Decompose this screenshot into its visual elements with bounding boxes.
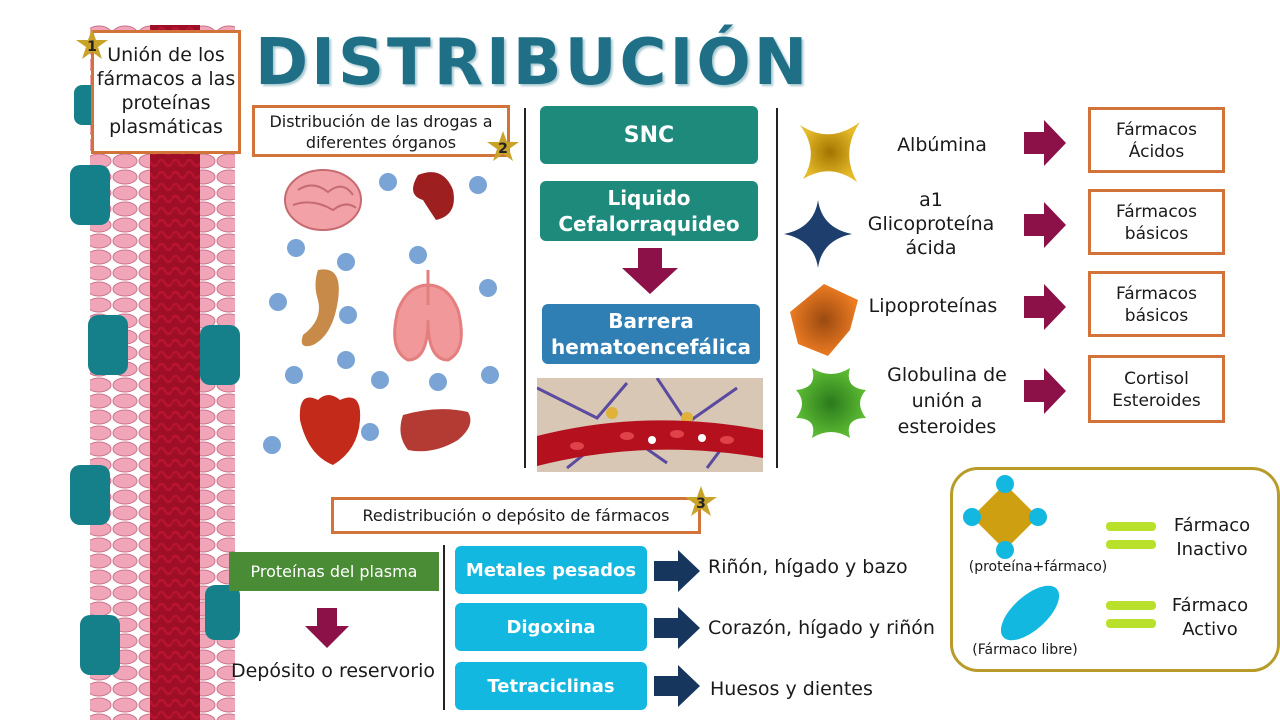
badge-1-number: 1	[87, 39, 97, 55]
deposit-3-box: Tetraciclinas	[455, 662, 647, 710]
bhe-box: Barrera hematoencefálica	[542, 304, 760, 364]
deposit-1-drug: Metales pesados	[465, 559, 637, 581]
protein-2-arrow-icon	[1024, 202, 1066, 248]
section-3-text: Redistribución o depósito de fármacos	[362, 506, 670, 525]
protein-1-arrow-icon	[1024, 120, 1066, 166]
reservoir-label: Depósito o reservorio	[230, 660, 436, 682]
section-3-box: Redistribución o depósito de fármacos	[331, 497, 701, 534]
protein-3-target-box: Fármacos básicos	[1088, 271, 1225, 337]
snc-box: SNC	[540, 106, 758, 164]
divider-right	[776, 108, 778, 468]
deposit-2-arrow-icon	[654, 607, 700, 649]
legend-free-label: (Fármaco libre)	[972, 642, 1078, 658]
badge-2-number: 2	[498, 141, 508, 157]
deposit-2-box: Digoxina	[455, 603, 647, 651]
snc-label: SNC	[623, 122, 675, 148]
deposit-1-box: Metales pesados	[455, 546, 647, 594]
deposit-1-arrow-icon	[654, 550, 700, 592]
section-2-box: Distribución de las drogas a diferentes …	[252, 105, 510, 157]
section-2-text: Distribución de las drogas a diferentes …	[269, 112, 493, 152]
protein-1-target-box: Fármacos Ácidos	[1088, 107, 1225, 173]
page-title: DISTRIBUCIÓN	[255, 26, 811, 100]
protein-3-name: Lipoproteínas	[868, 295, 998, 317]
protein-1-name: Albúmina	[897, 134, 987, 156]
deposit-3-drug: Tetraciclinas	[487, 675, 615, 697]
legend-bound-label: (proteína+fármaco)	[968, 559, 1108, 575]
active-equals-icon	[1106, 601, 1156, 628]
divider-bottom	[443, 545, 445, 710]
protein-4-target: Cortisol Esteroides	[1112, 369, 1201, 411]
lcr-label: Liquido Cefalorraquideo	[558, 186, 740, 236]
section-1-box: Unión de los fármacos a las proteínas pl…	[91, 30, 241, 154]
legend-bound-state: Fármaco Inactivo	[1173, 515, 1251, 560]
protein-2-name: a1 Glicoproteína ácida	[867, 189, 995, 259]
deposit-1-site: Riñón, hígado y bazo	[708, 556, 908, 578]
down-arrow-icon	[622, 248, 678, 294]
albumin-icon	[800, 122, 860, 182]
deposit-2-drug: Digoxina	[506, 616, 596, 638]
legend-free-state: Fármaco Activo	[1171, 595, 1249, 640]
badge-3-star-icon: 3	[685, 486, 717, 516]
protein-1-target: Fármacos Ácidos	[1116, 120, 1197, 162]
deposit-3-site: Huesos y dientes	[710, 678, 873, 700]
deposit-2-site: Corazón, hígado y riñón	[708, 617, 935, 639]
steroid-globulin-icon	[796, 368, 866, 438]
badge-2-star-icon: 2	[487, 131, 519, 161]
lipoprotein-icon	[790, 284, 858, 356]
bhe-label: Barrera hematoencefálica	[551, 309, 751, 359]
divider-left	[524, 108, 526, 468]
protein-4-name: Globulina de unión a esteroides	[887, 364, 1007, 438]
brain-icon	[284, 169, 362, 231]
protein-4-target-box: Cortisol Esteroides	[1088, 355, 1225, 423]
deposit-3-arrow-icon	[654, 665, 700, 707]
protein-3-target: Fármacos básicos	[1116, 284, 1197, 326]
inactive-equals-icon	[1106, 522, 1156, 549]
reservoir-down-arrow-icon	[305, 608, 349, 648]
organs-illustration	[263, 169, 499, 465]
free-drug-icon	[1000, 585, 1060, 641]
glycoprotein-icon	[784, 200, 852, 268]
lcr-box: Liquido Cefalorraquideo	[540, 181, 758, 241]
blood-brain-barrier-image	[537, 378, 763, 472]
bound-drug-icon	[963, 475, 1047, 559]
protein-3-arrow-icon	[1024, 284, 1066, 330]
protein-2-target: Fármacos básicos	[1116, 202, 1197, 244]
protein-2-target-box: Fármacos básicos	[1088, 189, 1225, 255]
section-1-text: Unión de los fármacos a las proteínas pl…	[96, 44, 236, 138]
plasma-proteins-label: Proteínas del plasma	[250, 562, 418, 581]
badge-3-number: 3	[696, 496, 706, 512]
plasma-proteins-box: Proteínas del plasma	[229, 552, 439, 591]
badge-1-star-icon: 1	[76, 29, 108, 59]
protein-4-arrow-icon	[1024, 368, 1066, 414]
